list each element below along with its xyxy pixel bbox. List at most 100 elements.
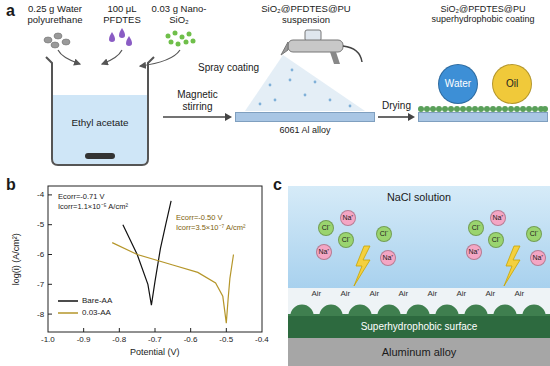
flow-arrow (378, 113, 415, 121)
coated-curve (112, 243, 233, 324)
beaker: Ethyl acetate (40, 55, 160, 167)
label-text: Air (515, 289, 525, 298)
ion-circle: Na⁺ (490, 210, 506, 226)
label-text: Air (486, 289, 496, 298)
corrosion-bolts (354, 246, 370, 286)
label-text: -0.5 (219, 335, 233, 344)
label-text: a (6, 2, 15, 20)
nano-silica-particles (187, 32, 192, 37)
ion-circle: Cl⁻ (376, 226, 392, 242)
beaker-glass (46, 57, 154, 165)
spray-gun (281, 42, 288, 55)
axis-ticks (48, 195, 226, 332)
spray-droplets (349, 105, 352, 108)
axis-ticks (48, 224, 52, 225)
node-text: Na⁺ (469, 248, 480, 256)
node-text: Cl⁻ (530, 230, 539, 238)
arrow-head (408, 113, 415, 121)
node-text: SiO₂@PFDTES@PU superhydrophobic coating (418, 4, 548, 25)
spray-gun (343, 46, 362, 62)
spray-droplets (269, 84, 272, 87)
nano-silica-particles (191, 39, 196, 44)
polyurethane-pellets (44, 37, 52, 43)
node-text: Superhydrophobic surface (361, 321, 478, 333)
spray-gun (281, 30, 362, 64)
nano-silica-particles (184, 40, 189, 45)
axis-ticks (48, 284, 52, 285)
aluminum-band: Aluminum alloy (288, 338, 550, 366)
nano-silica-particles (169, 40, 174, 45)
label-text: 100 μL PFDTES (98, 4, 146, 26)
edge-label: Drying (380, 100, 413, 112)
axis-ticks (48, 254, 52, 255)
axis-ticks (83, 328, 84, 332)
node-text: Cl⁻ (380, 230, 389, 238)
label-text: Icorr=3.5×10⁻⁷ A/cm² (176, 224, 246, 233)
label-text: Air (399, 289, 409, 298)
spray-droplets (259, 69, 352, 108)
spray-droplets (289, 79, 292, 82)
spray-droplets (304, 94, 307, 97)
label-text: -0.7 (148, 335, 162, 344)
ion-circle: Na⁺ (466, 244, 482, 260)
spray-droplets (291, 69, 294, 72)
nano-silica-particles (180, 35, 185, 40)
polyurethane-pellets (44, 33, 70, 48)
ion-circle: Na⁺ (530, 250, 546, 266)
ion-circle: Cl⁻ (338, 232, 354, 248)
label-text: Air (370, 289, 380, 298)
substrate-strip (235, 112, 375, 122)
arrow-shaft (163, 116, 226, 118)
polyurethane-pellets (54, 33, 62, 39)
node-text: Na⁺ (533, 254, 544, 262)
beaker-outline (40, 55, 160, 167)
axis-ticks (119, 328, 120, 332)
nacl-solution-ground (288, 186, 550, 288)
edge-label: Magnetic stirring (165, 89, 230, 112)
label-text: -0.6 (184, 335, 198, 344)
label-text: -0.4 (255, 335, 269, 344)
node-text: Cl⁻ (472, 224, 481, 232)
spray-cone (245, 55, 365, 111)
label-text: Icorr=1.1×10⁻⁵ A/cm² (58, 203, 128, 212)
label-text: -0.9 (77, 335, 91, 344)
addition-arrows (140, 50, 180, 66)
nano-silica-particles (166, 34, 171, 39)
air-layer (288, 288, 550, 318)
spray-gun (330, 52, 340, 64)
label-text: Potential (V) (130, 347, 180, 357)
label-text: -7 (37, 280, 44, 289)
label-text: Spray coating (198, 62, 259, 74)
substrate-strip (418, 112, 548, 122)
legend-text: 0.03-AA (82, 308, 111, 317)
label-text: Ecorr=-0.50 V (176, 214, 222, 223)
legend-line (58, 300, 78, 302)
axis-ticks (48, 314, 52, 315)
label-text: log(i) (A/cm²) (11, 233, 21, 285)
pfdtes-drops (109, 32, 115, 42)
spray-gun (305, 30, 321, 41)
label-text: Air (341, 289, 351, 298)
node-text: Cl⁻ (492, 236, 501, 244)
node-text: Na⁺ (493, 214, 504, 222)
nano-silica-particles (176, 42, 181, 47)
label-text: Air (312, 289, 322, 298)
spray-droplets (314, 81, 317, 84)
nacl-solution-band: NaCl solutionCl⁻Na⁺Na⁺Cl⁻Na⁺Cl⁻Cl⁻Na⁺Na⁺… (288, 186, 550, 288)
ion-circle: Cl⁻ (318, 220, 334, 236)
ion-circle: Na⁺ (316, 244, 332, 260)
label-text: c (273, 176, 282, 194)
ion-circle: Cl⁻ (488, 232, 504, 248)
label-text: 0.03 g Nano-SiO₂ (148, 4, 210, 26)
pfdtes-drops (119, 28, 125, 38)
node-text: NaCl solution (288, 191, 550, 203)
axis-ticks (226, 328, 227, 332)
ion-circle: Cl⁻ (526, 226, 542, 242)
node-text: Ethyl acetate (40, 117, 160, 128)
label-text: -8 (37, 310, 44, 319)
spray-droplets (329, 99, 332, 102)
polyurethane-pellets (51, 42, 59, 48)
arrow-shaft (378, 116, 409, 118)
node-text: 6061 Al alloy (235, 125, 375, 135)
